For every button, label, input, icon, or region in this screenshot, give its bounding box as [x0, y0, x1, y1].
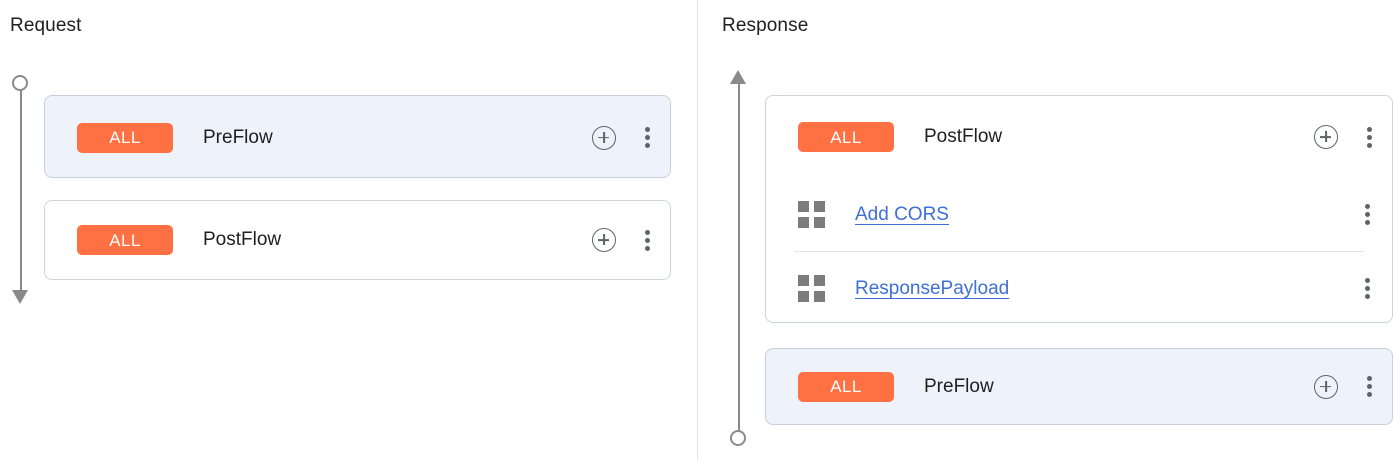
policy-row[interactable]: Add CORS [766, 178, 1392, 251]
flow-card-response-postflow[interactable]: ALL PostFlow Add CORS [765, 95, 1393, 323]
status-badge: ALL [798, 122, 894, 152]
request-panel: Request ALL PreFlow ALL [0, 0, 698, 461]
flow-row-actions [592, 228, 656, 252]
policy-row-actions [1358, 204, 1378, 225]
policy-link[interactable]: ResponsePayload [855, 277, 1010, 299]
request-timeline-line [20, 82, 22, 290]
arrow-up-icon [730, 70, 746, 84]
flow-row-actions [1314, 374, 1378, 399]
policy-grid-icon [798, 275, 825, 302]
response-timeline-line [738, 84, 740, 438]
request-timeline [8, 72, 34, 304]
flow-name-label: PostFlow [203, 229, 282, 250]
kebab-menu-icon[interactable] [638, 127, 656, 148]
flow-header-row[interactable]: ALL PostFlow [45, 201, 670, 279]
flow-row-actions [1314, 125, 1378, 149]
kebab-menu-icon[interactable] [1360, 126, 1378, 148]
flow-header-row[interactable]: ALL PostFlow [766, 96, 1392, 178]
policy-grid-icon [798, 201, 825, 228]
response-panel: Response [698, 0, 1393, 461]
flow-name-label: PreFlow [203, 126, 273, 148]
plus-circle-icon[interactable] [1314, 125, 1338, 149]
flow-name-label: PostFlow [924, 126, 1003, 147]
flow-card-request-preflow[interactable]: ALL PreFlow [44, 95, 671, 178]
flow-card-request-postflow[interactable]: ALL PostFlow [44, 200, 671, 280]
response-timeline [726, 70, 752, 448]
status-badge: ALL [798, 371, 894, 402]
flow-header-row[interactable]: ALL PreFlow [45, 96, 670, 179]
status-badge: ALL [77, 122, 173, 153]
policy-divider [794, 251, 1364, 252]
plus-circle-icon[interactable] [1314, 374, 1338, 399]
policy-link[interactable]: Add CORS [855, 203, 949, 225]
kebab-menu-icon[interactable] [638, 229, 656, 251]
flow-header-row[interactable]: ALL PreFlow [766, 349, 1392, 424]
request-panel-title: Request [10, 15, 82, 36]
flow-row-actions [592, 125, 656, 150]
policy-row[interactable]: ResponsePayload [766, 252, 1392, 325]
kebab-menu-icon[interactable] [1358, 204, 1376, 225]
arrow-down-icon [12, 290, 28, 304]
circle-node-icon [12, 75, 28, 91]
flow-card-response-preflow[interactable]: ALL PreFlow [765, 348, 1393, 425]
kebab-menu-icon[interactable] [1360, 376, 1378, 397]
status-badge: ALL [77, 225, 173, 255]
circle-node-icon [730, 430, 746, 446]
plus-circle-icon[interactable] [592, 228, 616, 252]
flow-name-label: PreFlow [924, 375, 994, 397]
response-panel-title: Response [722, 15, 809, 36]
plus-circle-icon[interactable] [592, 125, 616, 150]
policy-row-actions [1358, 278, 1378, 299]
kebab-menu-icon[interactable] [1358, 278, 1376, 299]
